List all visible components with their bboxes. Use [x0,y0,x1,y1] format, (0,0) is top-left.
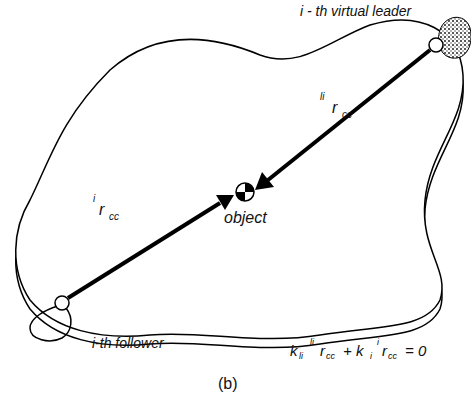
leader-vector [268,50,430,180]
arrow-head [216,195,234,210]
follower-vector [68,203,220,298]
object-outline [16,20,463,338]
center-of-mass [236,183,254,201]
follower-label: i-th follower [92,336,164,350]
leader-label: i - th virtual leader [300,4,411,18]
vector-symbol: r [99,202,104,218]
follower-point [55,296,69,310]
equation-symbol: = 0 [405,343,426,358]
equation-symbol: + k [343,343,363,358]
vector-symbol: r [332,100,337,116]
object-label: object [224,210,267,226]
superscript: li [320,92,324,102]
caption: (b) [218,376,238,392]
equation-superscript: i [377,338,379,347]
equation-subscript: li [299,352,303,361]
equation-subscript: cc [326,352,335,361]
follower-grip [30,306,71,341]
equation-symbol: r [382,343,387,358]
equation-subscript: i [370,352,372,361]
subscript: cc [342,110,352,120]
equation-subscript: cc [388,352,397,361]
equation-symbol: r [320,343,325,358]
equation-superscript: li [310,338,314,347]
leader-grip [439,17,471,58]
equation-symbol: k [290,343,298,358]
subscript: cc [109,212,119,222]
center-of-mass [236,183,254,201]
superscript: i [93,194,95,204]
leader-point [429,38,443,52]
arrow-head [255,172,274,190]
